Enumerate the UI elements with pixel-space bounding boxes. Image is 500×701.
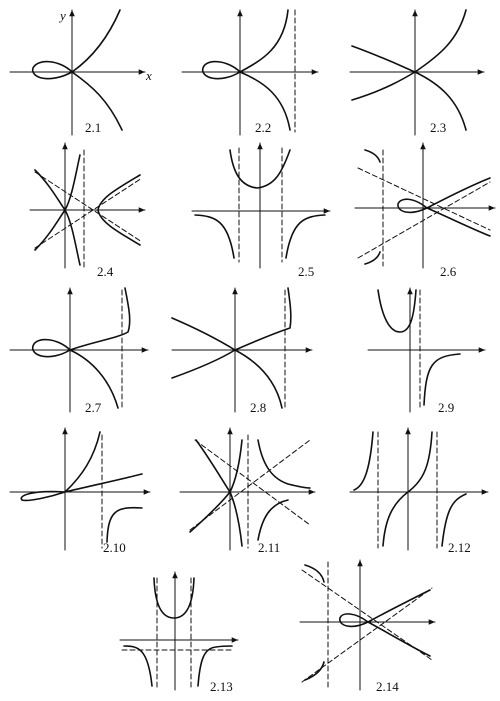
panel-2-5: 2.5	[191, 142, 331, 279]
curve	[171, 287, 292, 351]
panel-2-14: 2.14	[299, 559, 436, 694]
curve	[426, 207, 491, 237]
panel-2-13: 2.13	[119, 571, 239, 694]
curve	[364, 251, 381, 265]
curve	[353, 431, 374, 491]
y-axis-label: y	[58, 8, 66, 23]
panel-label: 2.1	[85, 120, 101, 135]
panel-2-6: 2.6	[354, 142, 496, 279]
panel-2-4: 2.4	[29, 142, 146, 279]
curve	[32, 9, 121, 80]
curve	[339, 589, 431, 628]
panel-label: 2.13	[210, 679, 233, 694]
asymptote	[189, 439, 311, 531]
curve	[285, 214, 326, 259]
panel-label: 2.10	[103, 540, 126, 555]
curve	[195, 439, 243, 547]
curve	[20, 473, 143, 502]
panel-label: 2.2	[255, 120, 271, 135]
curve	[71, 71, 123, 131]
curve	[229, 149, 291, 189]
panel-label: 2.4	[97, 264, 114, 279]
curve	[64, 431, 101, 493]
panel-2-1: y x 2.1	[9, 8, 152, 136]
panel-2-9: 2.9	[367, 287, 486, 415]
panel-2-2: 2.2	[181, 9, 319, 136]
curve	[69, 349, 119, 409]
panel-2-12: 2.12	[349, 427, 489, 555]
curve	[257, 439, 311, 489]
curve	[397, 177, 491, 214]
curve	[194, 214, 235, 259]
curve	[97, 174, 141, 246]
curve	[364, 149, 381, 163]
panel-label: 2.3	[430, 120, 446, 135]
panel-2-11: 2.11	[179, 427, 316, 555]
curve	[123, 645, 153, 687]
panel-2-10: 2.10	[9, 427, 151, 555]
curve	[257, 499, 289, 541]
asymptote	[301, 587, 433, 683]
curve	[382, 431, 433, 547]
panel-label: 2.9	[438, 400, 454, 415]
panel-label: 2.6	[440, 264, 457, 279]
curve	[367, 621, 431, 657]
asymptote	[194, 439, 311, 526]
panel-2-3: 2.3	[349, 9, 485, 136]
panel-label: 2.14	[376, 679, 399, 694]
panel-label: 2.11	[258, 540, 280, 555]
curve	[441, 493, 467, 547]
asymptote	[357, 167, 491, 231]
curve	[171, 349, 283, 409]
curve	[153, 577, 195, 619]
curve	[423, 353, 461, 406]
asymptote	[34, 171, 143, 243]
curve	[304, 661, 325, 681]
asymptote	[34, 177, 143, 249]
panel-2-7: 2.7	[9, 287, 149, 415]
curve	[189, 439, 243, 533]
panel-label: 2.12	[448, 540, 471, 555]
panel-label: 2.5	[298, 264, 314, 279]
curve	[351, 71, 416, 101]
curve	[197, 645, 233, 687]
curve	[202, 9, 289, 80]
panel-2-8: 2.8	[171, 287, 313, 415]
asymptote	[357, 181, 491, 259]
panel-label: 2.8	[250, 400, 266, 415]
curve	[106, 506, 143, 543]
curve	[34, 154, 81, 251]
curve	[377, 289, 417, 333]
curve	[304, 564, 325, 583]
curve	[32, 287, 131, 358]
curve	[239, 71, 291, 131]
curve	[414, 71, 467, 131]
panel-label: 2.7	[85, 400, 102, 415]
x-axis-label: x	[145, 68, 152, 83]
curve	[351, 9, 467, 73]
